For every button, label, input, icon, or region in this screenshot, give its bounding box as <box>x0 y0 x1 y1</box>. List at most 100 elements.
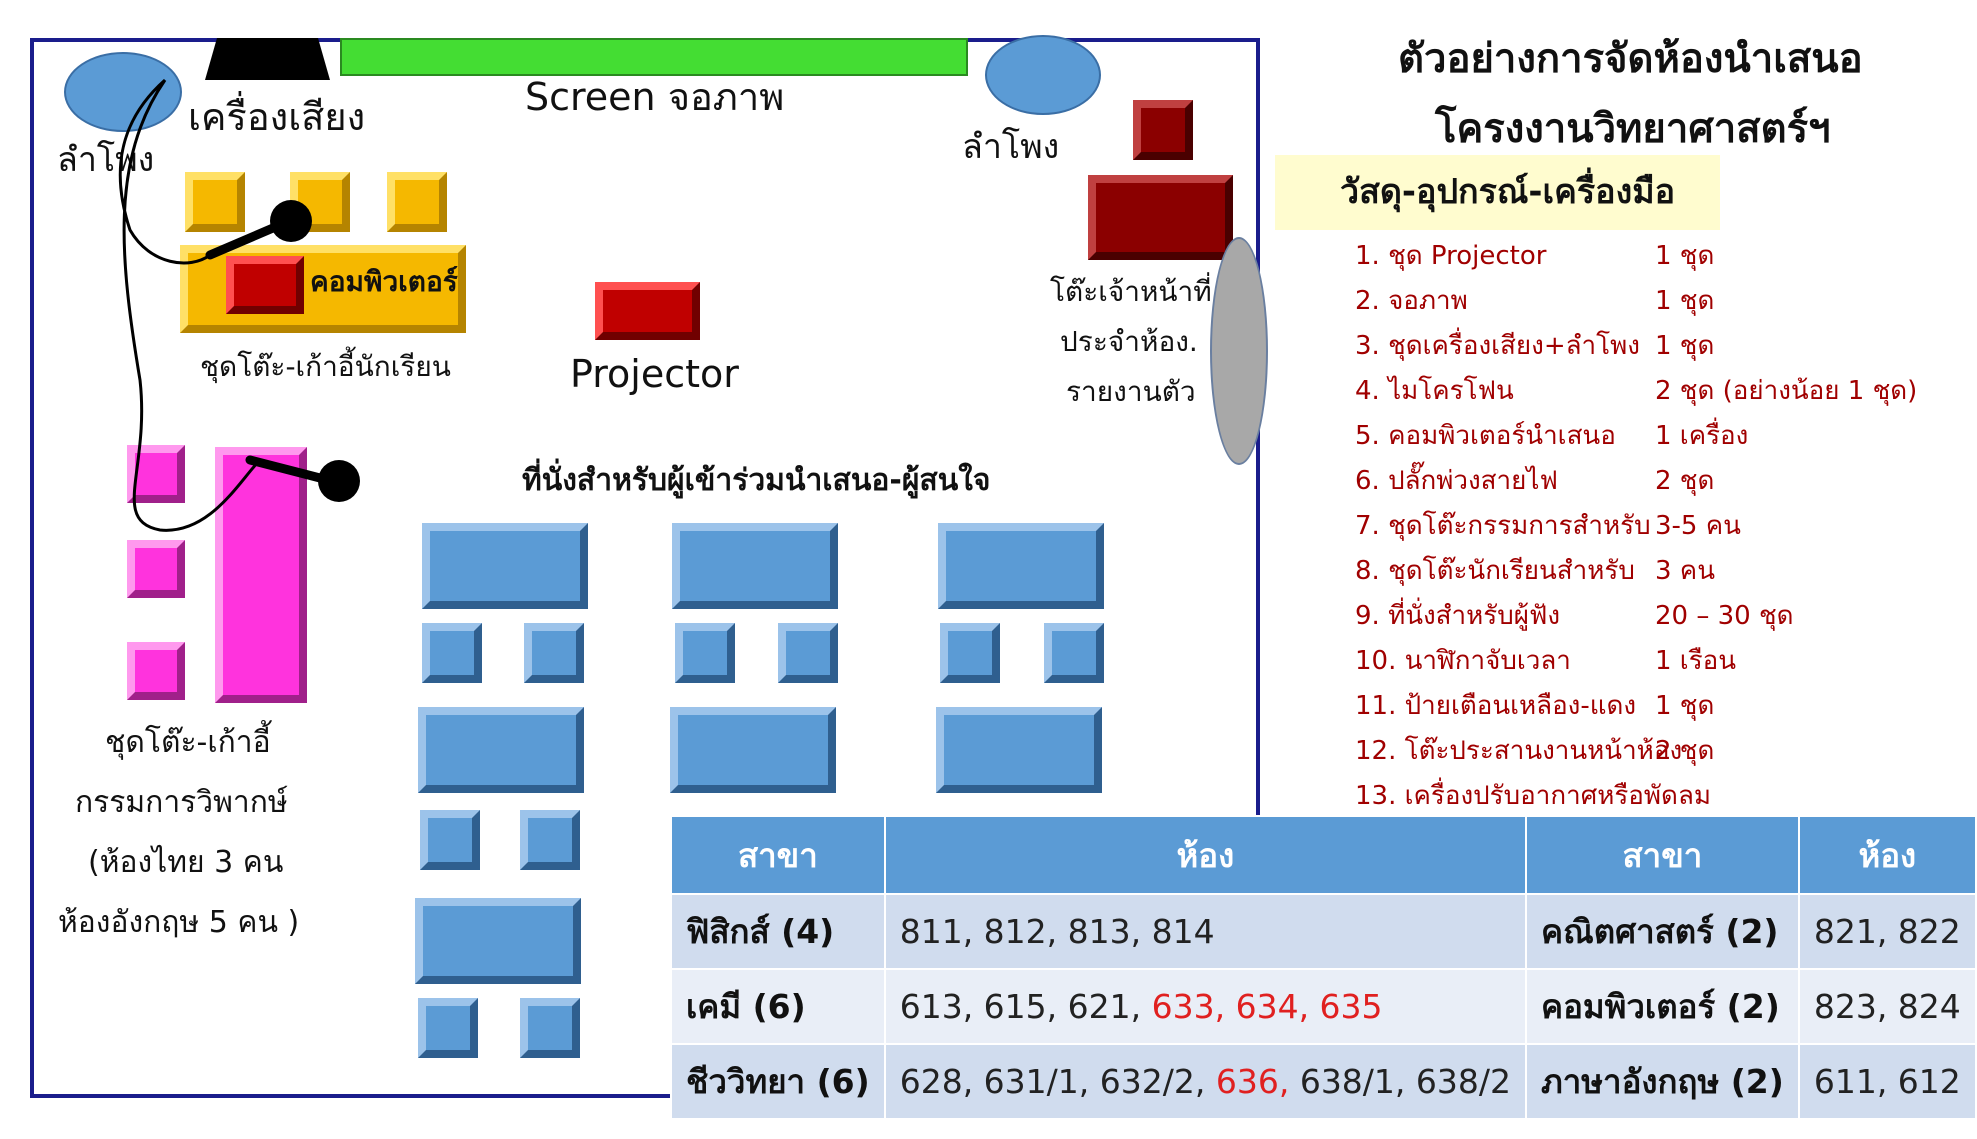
rooms-cell: 821, 822 <box>1797 893 1977 970</box>
rooms-cell: 613, 615, 621, 633, 634, 635 <box>883 968 1528 1045</box>
audience-chair <box>1044 623 1104 683</box>
subject-cell: คอมพิวเตอร์ (2) <box>1525 968 1800 1045</box>
equipment-item-name: 3. ชุดเครื่องเสียง+ลำโพง <box>1355 331 1640 361</box>
equipment-item-qty: 1 ชุด <box>1655 331 1715 361</box>
equipment-item-name: 5. คอมพิวเตอร์นำเสนอ <box>1355 421 1616 451</box>
microphone-1 <box>270 200 312 242</box>
equipment-item-name: 4. ไมโครโฟน <box>1355 376 1514 406</box>
equipment-item-qty: 1 ชุด <box>1655 286 1715 316</box>
audience-chair <box>524 623 584 683</box>
audience-chair <box>422 623 482 683</box>
subject-cell: ฟิสิกส์ (4) <box>670 893 886 970</box>
rooms-cell: 823, 824 <box>1797 968 1977 1045</box>
equipment-item-qty: 3-5 คน <box>1655 511 1741 541</box>
table-row: ชีววิทยา (6) 628, 631/1, 632/2, 636, 638… <box>670 1043 1977 1120</box>
page-title-line-1: ตัวอย่างการจัดห้องนำเสนอ <box>1398 36 1863 82</box>
audience-desk <box>936 707 1102 793</box>
equipment-item-qty: 1 ชุด <box>1655 691 1715 721</box>
subject-cell: ภาษาอังกฤษ (2) <box>1525 1043 1800 1120</box>
rooms-text-highlight: 636, <box>1215 1062 1290 1101</box>
projector-box <box>595 282 700 340</box>
committee-label-3: (ห้องไทย 3 คน <box>88 845 284 880</box>
equipment-item-qty: 1 ชุด <box>1655 241 1715 271</box>
speaker-right <box>985 35 1101 115</box>
rooms-text: 811, 812, 813, 814 <box>899 912 1215 951</box>
door-arc <box>1210 237 1268 465</box>
student-desk-label: ชุดโต๊ะ-เก้าอี้นักเรียน <box>200 350 451 383</box>
subject-cell: คณิตศาสตร์ (2) <box>1525 893 1800 970</box>
equipment-item-name: 10. นาฬิกาจับเวลา <box>1355 646 1571 676</box>
equipment-item-qty: 2 ชุด (อย่างน้อย 1 ชุด) <box>1655 376 1918 406</box>
staff-desk-label-1: โต๊ะเจ้าหน้าที่ <box>1050 275 1212 308</box>
audience-chair <box>520 810 580 870</box>
column-header-rooms: ห้อง <box>883 815 1528 895</box>
equipment-item-qty: 1 เรือน <box>1655 646 1737 676</box>
committee-chair-2 <box>127 540 185 598</box>
staff-desk <box>1088 175 1233 260</box>
equipment-item-qty: 1 เครื่อง <box>1655 421 1749 451</box>
equipment-item-qty: 2 ชุด <box>1655 466 1715 496</box>
equipment-item-name: 8. ชุดโต๊ะนักเรียนสำหรับ <box>1355 556 1635 586</box>
committee-label-1: ชุดโต๊ะ-เก้าอี้ <box>105 725 271 760</box>
screen-bar <box>340 38 968 76</box>
equipment-item-name: 2. จอภาพ <box>1355 286 1468 316</box>
audience-desk <box>938 523 1104 609</box>
audience-desk <box>670 707 836 793</box>
screen-label: Screen จอภาพ <box>525 75 785 119</box>
equipment-item-qty: 3 คน <box>1655 556 1715 586</box>
audience-desk <box>422 523 588 609</box>
audience-chair <box>520 998 580 1058</box>
student-chair-1 <box>185 172 245 232</box>
equipment-item-name: 6. ปลั๊กพ่วงสายไฟ <box>1355 466 1558 496</box>
staff-desk-label-2: ประจำห้อง. <box>1060 325 1198 358</box>
microphone-cable <box>118 78 325 532</box>
equipment-item-name: 1. ชุด Projector <box>1355 241 1547 271</box>
table-row: ฟิสิกส์ (4) 811, 812, 813, 814 คณิตศาสตร… <box>670 893 1977 970</box>
equipment-item-name: 11. ป้ายเตือนเหลือง-แดง <box>1355 691 1637 721</box>
speaker-right-label: ลำโพง <box>962 127 1060 167</box>
equipment-item-qty: 20 – 30 ชุด <box>1655 601 1794 631</box>
speaker-left-label: ลำโพง <box>57 140 155 180</box>
rooms-cell: 628, 631/1, 632/2, 636, 638/1, 638/2 <box>883 1043 1528 1120</box>
staff-chair <box>1133 100 1193 160</box>
speaker-left <box>64 52 182 132</box>
audience-chair <box>418 998 478 1058</box>
committee-label-2: กรรมการวิพากษ์ <box>75 785 288 820</box>
audience-desk <box>415 898 581 984</box>
rooms-cell: 811, 812, 813, 814 <box>883 893 1528 970</box>
equipment-item-name: 9. ที่นั่งสำหรับผู้ฟัง <box>1355 601 1561 631</box>
staff-desk-label-3: รายงานตัว <box>1066 375 1196 408</box>
rooms-text: 628, 631/1, 632/2, <box>899 1062 1216 1101</box>
microphone-2 <box>318 460 360 502</box>
committee-label-4: ห้องอังกฤษ 5 คน ) <box>58 905 300 940</box>
rooms-text-highlight: 633, 634, 635 <box>1151 987 1383 1026</box>
computer-label: คอมพิวเตอร์ <box>310 265 458 298</box>
rooms-cell: 611, 612 <box>1797 1043 1977 1120</box>
equipment-item-name: 12. โต๊ะประสานงานหน้าห้อง <box>1355 736 1683 766</box>
projector-label: Projector <box>570 352 739 396</box>
equipment-item-name: 13. เครื่องปรับอากาศหรือพัดลม <box>1355 781 1712 811</box>
column-header-subject: สาขา <box>1525 815 1800 895</box>
table-row: เคมี (6) 613, 615, 621, 633, 634, 635 คอ… <box>670 968 1977 1045</box>
subject-cell: เคมี (6) <box>670 968 886 1045</box>
committee-desk <box>215 447 307 703</box>
table-header-row: สาขา ห้อง สาขา ห้อง <box>670 815 1977 895</box>
audience-chair <box>420 810 480 870</box>
sound-system-label: เครื่องเสียง <box>188 95 366 139</box>
audience-chair <box>778 623 838 683</box>
page-title-line-2: โครงงานวิทยาศาสตร์ฯ <box>1435 106 1831 152</box>
audience-label: ที่นั่งสำหรับผู้เข้าร่วมนำเสนอ-ผู้สนใจ <box>522 463 991 498</box>
subject-cell: ชีววิทยา (6) <box>670 1043 886 1120</box>
audience-desk <box>672 523 838 609</box>
column-header-rooms: ห้อง <box>1797 815 1977 895</box>
sound-system-shape <box>205 38 330 80</box>
student-chair-3 <box>387 172 447 232</box>
rooms-text: 613, 615, 621, <box>899 987 1152 1026</box>
column-header-subject: สาขา <box>670 815 886 895</box>
equipment-heading: วัสดุ-อุปกรณ์-เครื่องมือ <box>1275 155 1720 230</box>
rooms-text: 638/1, 638/2 <box>1289 1062 1511 1101</box>
equipment-item-name: 7. ชุดโต๊ะกรรมการสำหรับ <box>1355 511 1651 541</box>
audience-chair <box>675 623 735 683</box>
equipment-item-qty: 2 ชุด <box>1655 736 1715 766</box>
room-assignment-table: สาขา ห้อง สาขา ห้อง ฟิสิกส์ (4) 811, 812… <box>670 815 1977 1120</box>
